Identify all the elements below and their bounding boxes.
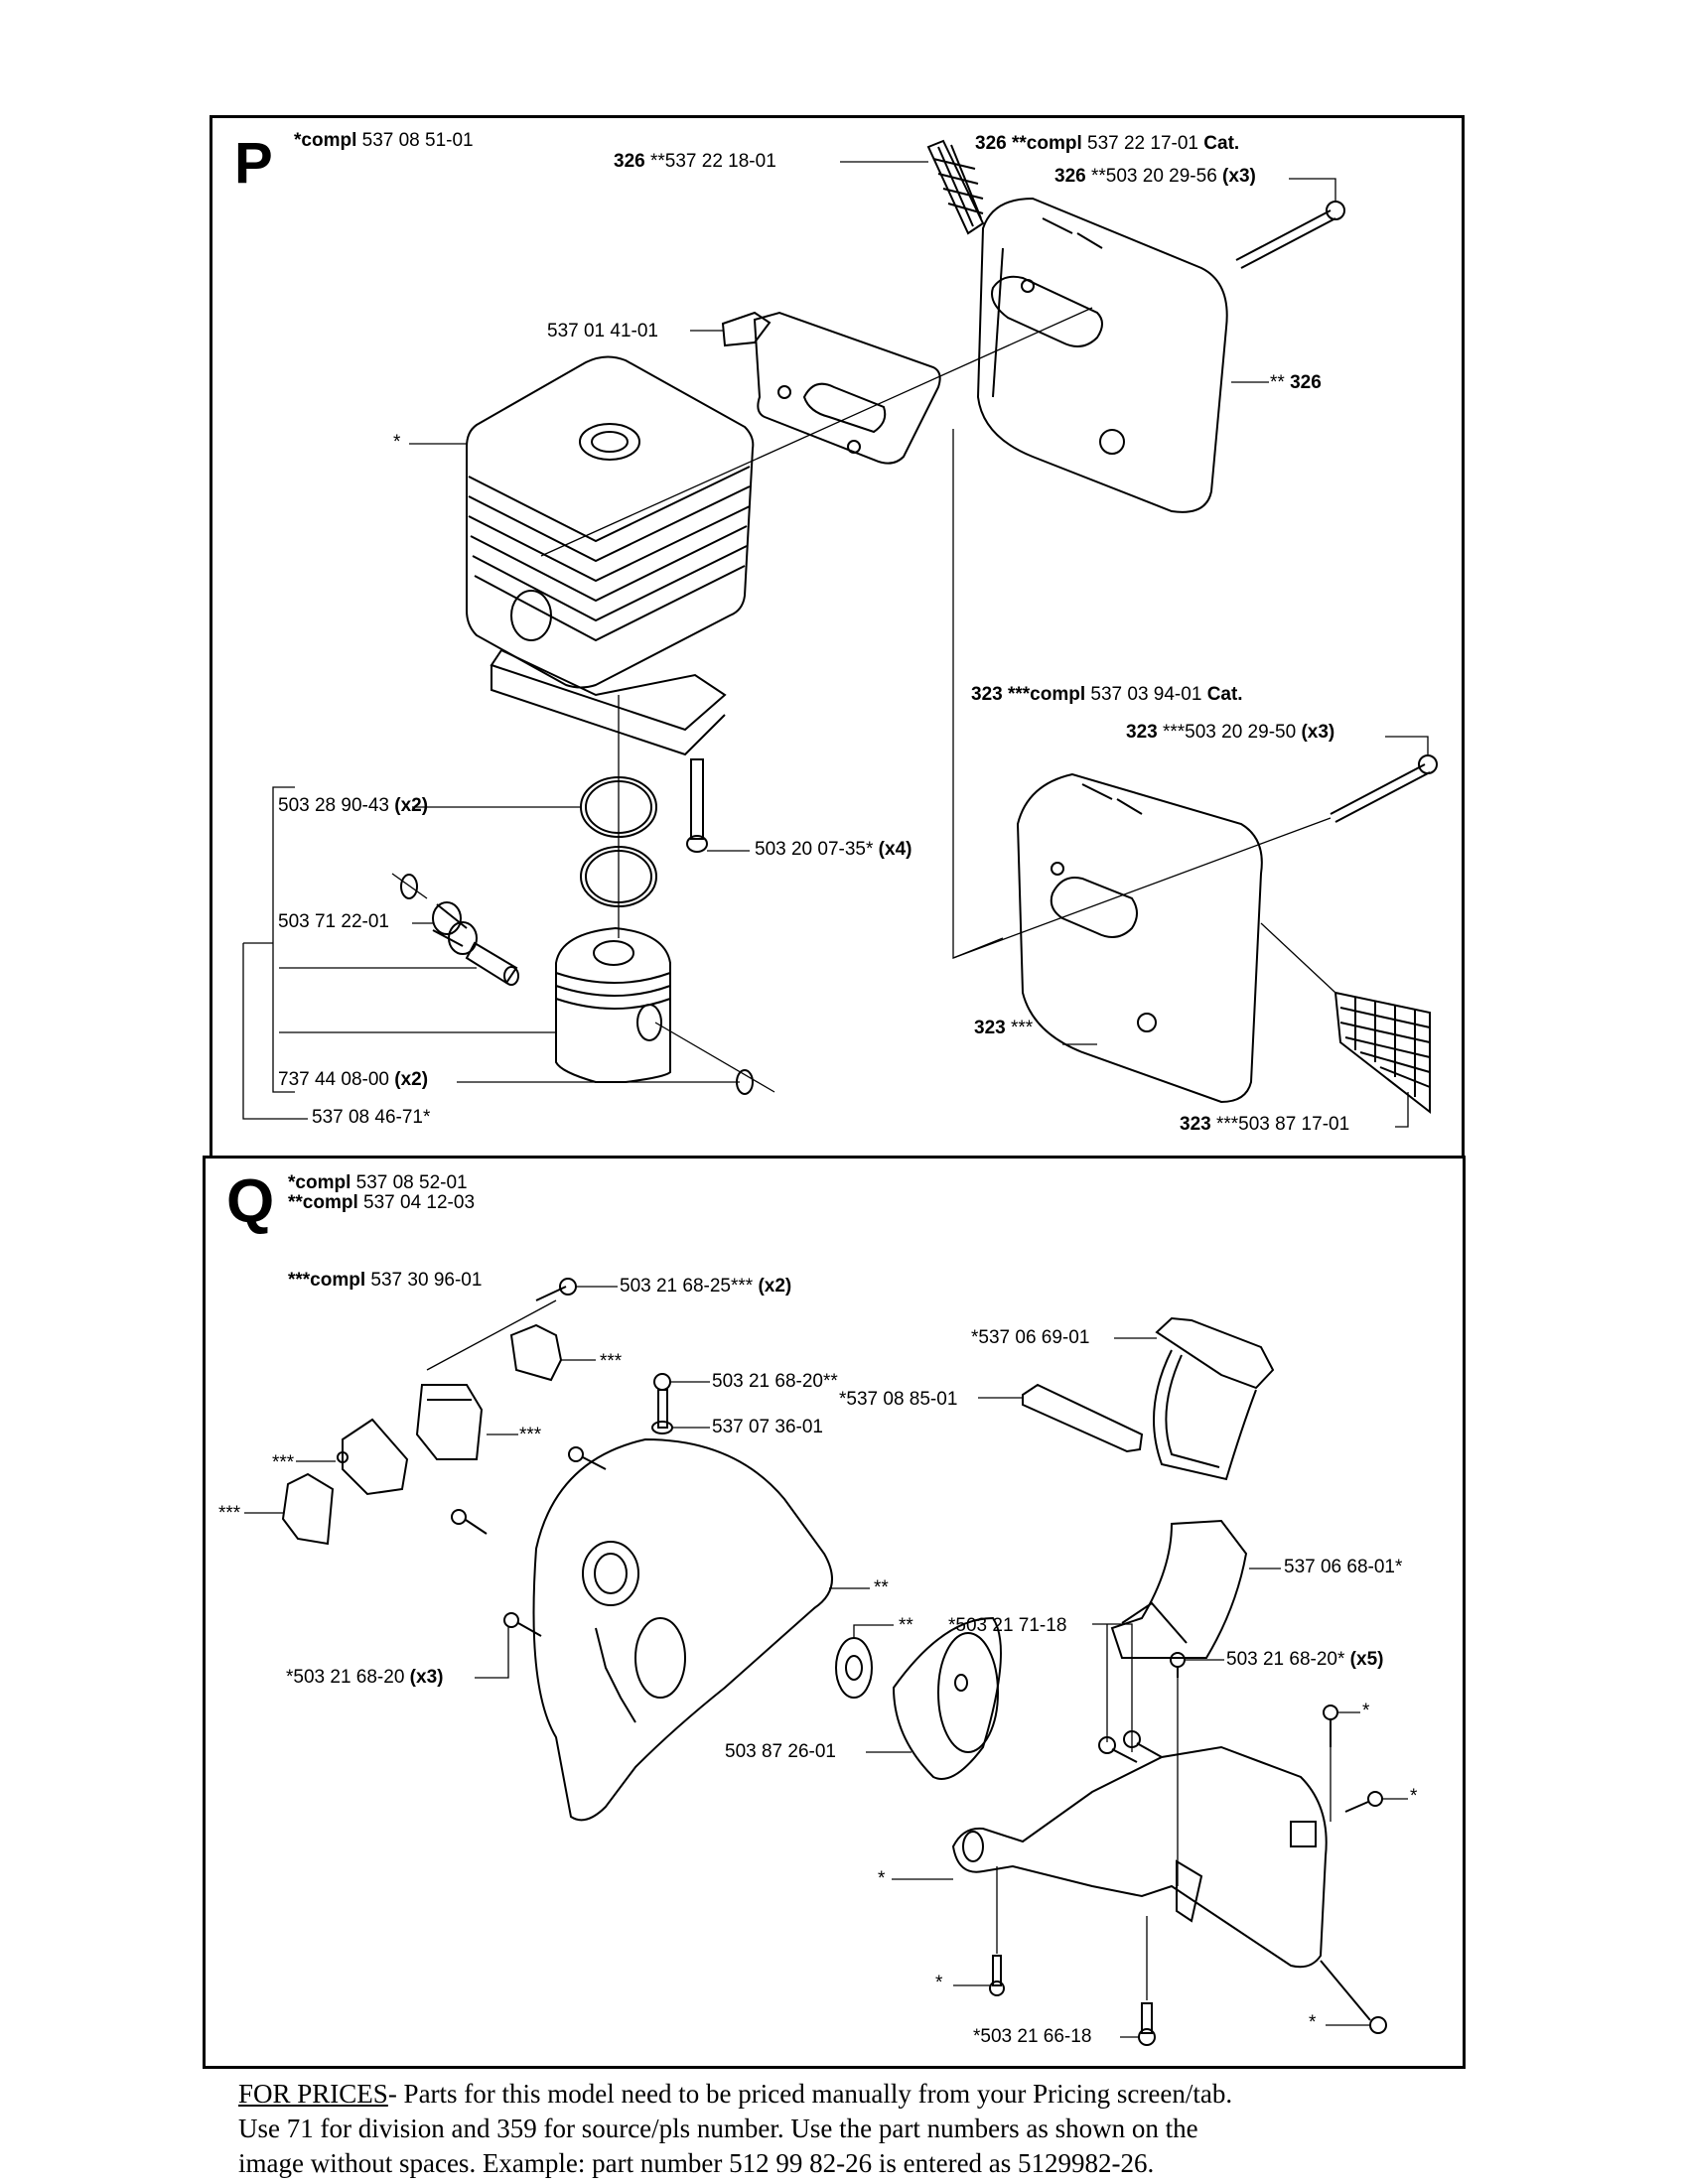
part-label-stars-d: *** (218, 1503, 241, 1524)
part-number: **537 22 18-01 (649, 151, 776, 172)
part-number: 503 20 07-35* (755, 839, 874, 860)
part-label-screw-68-20-x5: 503 21 68-20* (x5) (1226, 1650, 1383, 1669)
part-label-cover-68: 537 06 68-01* (1284, 1557, 1403, 1577)
part-number: 537 03 94-01 (1090, 684, 1202, 705)
pricing-note-line-1: FOR PRICES- Parts for this model need to… (238, 2077, 1470, 2112)
part-number: 503 21 68-20* (1226, 1649, 1345, 1670)
part-label-326-screen: 326 **537 22 18-01 (614, 152, 776, 171)
ref-number: 326 (1054, 166, 1086, 187)
part-label-bracket: 537 01 41-01 (547, 321, 658, 341)
compl-number: 537 04 12-03 (363, 1192, 476, 1213)
compl-prefix: ***compl (288, 1270, 366, 1291)
part-label-323-compl: 323 ***compl 537 03 94-01 Cat. (971, 685, 1243, 704)
part-label-326-compl: 326 **compl 537 22 17-01 Cat. (975, 134, 1239, 153)
pricing-note-heading: FOR PRICES (238, 2079, 388, 2109)
part-label-stars-a: *** (600, 1351, 623, 1372)
panel-p-frame (210, 115, 1465, 1159)
part-label-stars-c: *** (272, 1452, 295, 1473)
part-label-piston-kit: 537 08 46-71* (312, 1107, 431, 1128)
part-label-crankcase-2star: ** (874, 1577, 889, 1598)
quantity: (x3) (409, 1667, 444, 1688)
quantity: (x2) (394, 1069, 429, 1090)
quantity: (x3) (1301, 722, 1335, 743)
ref-number: 326 (1290, 372, 1322, 393)
compl-number: 537 08 51-01 (361, 130, 474, 151)
part-label-screw-68-20-x3: *503 21 68-20 (x3) (286, 1668, 443, 1687)
compl-prefix: **compl (288, 1192, 358, 1213)
part-label-piston-rings: 503 28 90-43 (x2) (278, 796, 428, 815)
part-label-star-left-2: * (935, 1973, 943, 1993)
part-label-muffler-323: 323 *** (974, 1019, 1033, 1037)
part-number: *503 21 68-20 (286, 1667, 405, 1688)
ref-number: 326 (975, 133, 1007, 154)
ref-number: 323 (1126, 722, 1158, 743)
cat-suffix: Cat. (1206, 684, 1243, 705)
part-label-cylinder: * (393, 432, 401, 453)
pricing-note: FOR PRICES- Parts for this model need to… (238, 2077, 1470, 2181)
part-label-323-screen: 323 ***503 87 17-01 (1180, 1115, 1349, 1134)
compl-prefix: ***compl (1007, 684, 1086, 705)
part-label-star-right-1: * (1362, 1701, 1370, 1721)
part-label-star-left-1: * (878, 1868, 886, 1889)
cat-suffix: Cat. (1203, 133, 1240, 154)
part-number: **503 20 29-56 (1090, 166, 1217, 187)
part-number: 737 44 08-00 (278, 1069, 389, 1090)
panel-q-compl-2: **compl 537 04 12-03 (288, 1193, 475, 1212)
star-marker: ** (1270, 372, 1285, 393)
part-number: 503 28 90-43 (278, 795, 389, 816)
part-label-screw-71-18: *503 21 71-18 (948, 1615, 1067, 1636)
part-label-star-right-2: * (1410, 1786, 1418, 1807)
part-label-screw-68-20-2star: 503 21 68-20** (712, 1371, 838, 1392)
part-label-bearing-2star: ** (899, 1615, 913, 1636)
compl-number: 537 30 96-01 (370, 1270, 483, 1291)
part-label-guard-69: *537 06 69-01 (971, 1327, 1090, 1348)
part-label-323-screw: 323 ***503 20 29-50 (x3) (1126, 723, 1334, 742)
panel-q-frame (203, 1156, 1466, 2069)
quantity: (x4) (878, 839, 912, 860)
part-label-muffler-326: ** 326 (1270, 373, 1322, 392)
panel-q-compl-3: ***compl 537 30 96-01 (288, 1271, 482, 1290)
star-marker: *** (1010, 1018, 1034, 1038)
panel-q-compl-1: *compl 537 08 52-01 (288, 1173, 468, 1192)
part-label-needle-bearing: 503 71 22-01 (278, 911, 389, 932)
quantity: (x2) (394, 795, 429, 816)
pricing-note-line-2: Use 71 for division and 359 for source/p… (238, 2114, 1198, 2143)
part-number: ***503 87 17-01 (1215, 1114, 1350, 1135)
compl-number: 537 08 52-01 (355, 1172, 468, 1193)
part-label-circlip: 737 44 08-00 (x2) (278, 1070, 428, 1089)
panel-p-compl-label: *compl 537 08 51-01 (294, 131, 474, 150)
ref-number: 323 (974, 1018, 1006, 1038)
ref-number: 323 (1180, 1114, 1211, 1135)
part-label-star-bottom: * (1309, 2012, 1317, 2033)
compl-prefix: *compl (294, 130, 357, 151)
part-label-washer-36: 537 07 36-01 (712, 1417, 823, 1437)
part-number: ***503 20 29-50 (1162, 722, 1297, 743)
part-label-326-screw: 326 **503 20 29-56 (x3) (1054, 167, 1256, 186)
compl-prefix: **compl (1011, 133, 1082, 154)
part-label-screw-68-25: 503 21 68-25*** (x2) (620, 1277, 791, 1296)
part-label-cylinder-screw: 503 20 07-35* (x4) (755, 840, 912, 859)
pricing-note-text: - Parts for this model need to be priced… (387, 2079, 1233, 2109)
part-label-stars-b: *** (519, 1425, 542, 1445)
part-label-plate-85: *537 08 85-01 (839, 1389, 958, 1410)
part-label-screw-66-18: *503 21 66-18 (973, 2026, 1092, 2047)
quantity: (x2) (758, 1276, 792, 1297)
ref-number: 326 (614, 151, 645, 172)
compl-prefix: *compl (288, 1172, 351, 1193)
part-number: 537 22 17-01 (1087, 133, 1199, 154)
part-number: 503 21 68-25*** (620, 1276, 754, 1297)
panel-q-letter: Q (226, 1167, 275, 1236)
ref-number: 323 (971, 684, 1003, 705)
panel-p-letter: P (234, 131, 273, 196)
part-label-clutch-drum: 503 87 26-01 (725, 1741, 836, 1762)
quantity: (x5) (1349, 1649, 1384, 1670)
pricing-note-line-3: image without spaces. Example: part numb… (238, 2148, 1155, 2178)
quantity: (x3) (1222, 166, 1256, 187)
